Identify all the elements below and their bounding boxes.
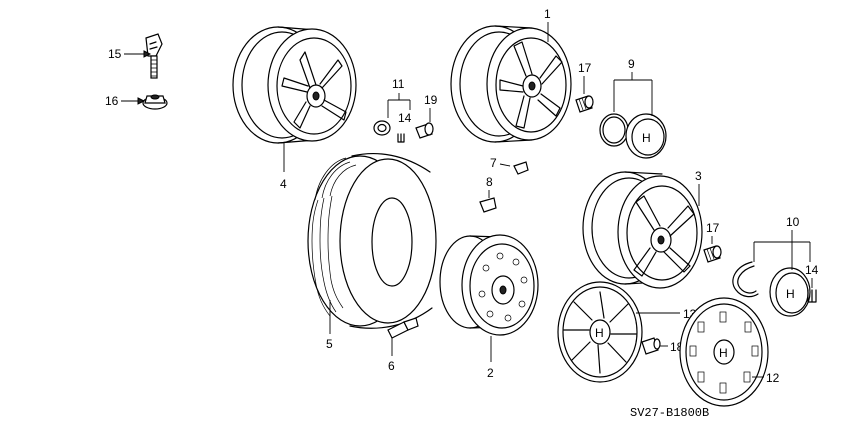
part-9-ring[interactable]: [599, 113, 629, 147]
part-17-lug-nut-lower[interactable]: [703, 245, 722, 263]
cover-h-emblem: H: [595, 326, 604, 340]
part-14-clip-upper[interactable]: [397, 133, 405, 143]
part-3-alloy-wheel[interactable]: [582, 171, 703, 289]
part-19-lug-nut[interactable]: [415, 122, 434, 139]
part-9-center-cap[interactable]: H: [625, 113, 667, 159]
part-6-valve[interactable]: [387, 317, 419, 339]
callout-5: 5: [326, 300, 333, 351]
callout-3: 3: [695, 169, 702, 206]
callout-1: 1: [544, 7, 551, 42]
cap-h-emblem: H: [642, 131, 651, 145]
callout-10: 10: [753, 215, 811, 270]
part-13-wheel-cover[interactable]: H: [557, 281, 643, 383]
part-12-wheel-cover[interactable]: H: [679, 297, 769, 407]
callout-label-16: 16: [105, 94, 119, 108]
callout-label-2: 2: [487, 366, 494, 380]
callout-label-6: 6: [388, 359, 395, 373]
callout-8: 8: [486, 175, 493, 198]
part-15-valve[interactable]: [145, 33, 163, 79]
part-2-steel-wheel[interactable]: [439, 234, 539, 336]
callout-7: 7: [490, 156, 511, 170]
part-14-clip-lower[interactable]: [807, 289, 817, 303]
callout-16: 16: [105, 94, 146, 108]
callout-label-11: 11: [392, 77, 405, 91]
callout-label-5: 5: [326, 337, 333, 351]
part-10-center-cap[interactable]: H: [769, 267, 811, 317]
callout-label-17-upper: 17: [578, 61, 592, 75]
callout-label-14-upper: 14: [398, 111, 412, 125]
callout-4: 4: [280, 143, 287, 191]
callout-11: 11: [387, 77, 411, 118]
callout-9: 9: [613, 57, 653, 116]
part-17-lug-nut-upper[interactable]: [575, 95, 594, 113]
cover-h-emblem-lower: H: [719, 346, 728, 360]
callout-label-15: 15: [108, 47, 122, 61]
callout-label-17-lower: 17: [706, 221, 720, 235]
callout-15: 15: [108, 47, 152, 61]
callout-label-14-lower: 14: [805, 263, 819, 277]
callout-label-9: 9: [628, 57, 635, 71]
part-7-cap[interactable]: [513, 161, 529, 175]
part-16-nut[interactable]: [142, 94, 168, 110]
callout-13: 13: [636, 307, 697, 321]
part-11-center-cap[interactable]: [373, 120, 391, 136]
part-1-alloy-wheel[interactable]: [450, 25, 572, 143]
part-5-tire[interactable]: [307, 152, 437, 329]
callout-label-1: 1: [544, 7, 551, 21]
callout-6: 6: [388, 338, 395, 373]
callout-label-19: 19: [424, 93, 438, 107]
callout-12: 12: [752, 371, 780, 385]
part-10-ring[interactable]: [732, 261, 759, 298]
part-4-alloy-wheel[interactable]: [232, 26, 357, 144]
callout-label-3: 3: [695, 169, 702, 183]
part-18-bolt[interactable]: [641, 337, 661, 355]
callout-label-10: 10: [786, 215, 800, 229]
callout-label-8: 8: [486, 175, 493, 189]
diagram-code: SV27-B1800B: [630, 406, 709, 420]
callout-2: 2: [487, 336, 494, 380]
callout-14-upper: 14: [398, 111, 412, 125]
callout-17-lower: 17: [706, 221, 720, 244]
callout-label-12: 12: [766, 371, 780, 385]
callout-label-7: 7: [490, 156, 497, 170]
callout-14-lower: 14: [805, 263, 819, 288]
part-8-cap[interactable]: [479, 197, 497, 213]
callout-19: 19: [424, 93, 438, 122]
cap-h-emblem-lower: H: [786, 287, 795, 301]
callout-label-4: 4: [280, 177, 287, 191]
callout-17-upper: 17: [578, 61, 592, 94]
